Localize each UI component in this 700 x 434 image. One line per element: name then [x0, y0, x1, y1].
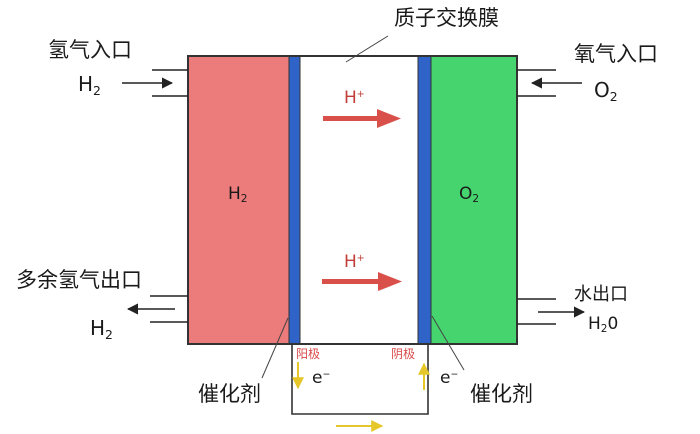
- catalyst-left-label: 催化剂: [198, 382, 261, 406]
- catalyst-left-leader-line: [261, 317, 289, 379]
- hydrogen-inlet-label: 氢气入口: [48, 38, 132, 62]
- anode-chamber: [188, 56, 289, 344]
- hydrogen-outlet-formula: H2: [90, 316, 113, 342]
- anode-label: 阳极: [296, 347, 321, 361]
- cell-outline: [187, 55, 518, 345]
- cathode-label: 阴极: [391, 347, 416, 361]
- proton-arrow-bottom: [322, 272, 402, 291]
- electron-label-left: e−: [312, 368, 331, 388]
- catalyst-right-leader-line: [431, 315, 465, 371]
- membrane-label: 质子交换膜: [394, 6, 499, 30]
- membrane-leader-line: [345, 35, 389, 63]
- hydrogen-inlet-pipe: [122, 69, 188, 97]
- electron-label-right: e−: [440, 368, 459, 388]
- proton-arrow-top: [323, 109, 401, 128]
- water-outlet-pipe: [517, 298, 586, 325]
- catalyst-right-label: 催化剂: [470, 382, 533, 406]
- membrane-region: [300, 56, 418, 344]
- excess-hydrogen-outlet-label: 多余氢气出口: [16, 268, 142, 292]
- oxygen-inlet-pipe: [517, 69, 582, 97]
- anode-chamber-formula: H2: [228, 184, 248, 206]
- water-outlet-label: 水出口: [574, 284, 628, 305]
- cathode-chamber-formula: O2: [459, 184, 480, 206]
- catalyst-layer-left: [289, 56, 300, 344]
- proton-label-top: H+: [344, 88, 365, 108]
- hydrogen-outlet-pipe: [126, 295, 188, 323]
- catalyst-layer-right: [418, 56, 431, 344]
- water-outlet-formula: H20: [588, 314, 619, 336]
- oxygen-inlet-label: 氧气入口: [574, 42, 658, 66]
- cathode-chamber: [431, 56, 517, 344]
- oxygen-inlet-formula: O2: [594, 78, 618, 104]
- proton-label-bottom: H+: [344, 252, 365, 272]
- hydrogen-inlet-formula: H2: [78, 72, 101, 98]
